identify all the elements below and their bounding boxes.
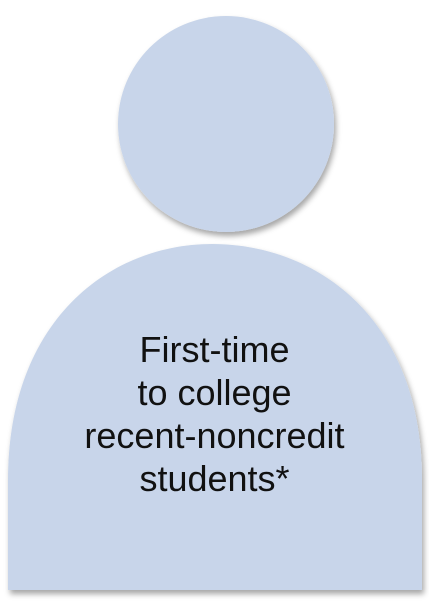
head-shape	[118, 16, 334, 232]
label-line-2: to college	[137, 372, 292, 413]
figure-label: First-time to college recent-noncredit s…	[20, 328, 409, 500]
label-line-1: First-time	[139, 329, 290, 370]
body-shape	[8, 244, 422, 590]
label-line-4: students*	[139, 458, 290, 499]
label-line-3: recent-noncredit	[84, 415, 345, 456]
